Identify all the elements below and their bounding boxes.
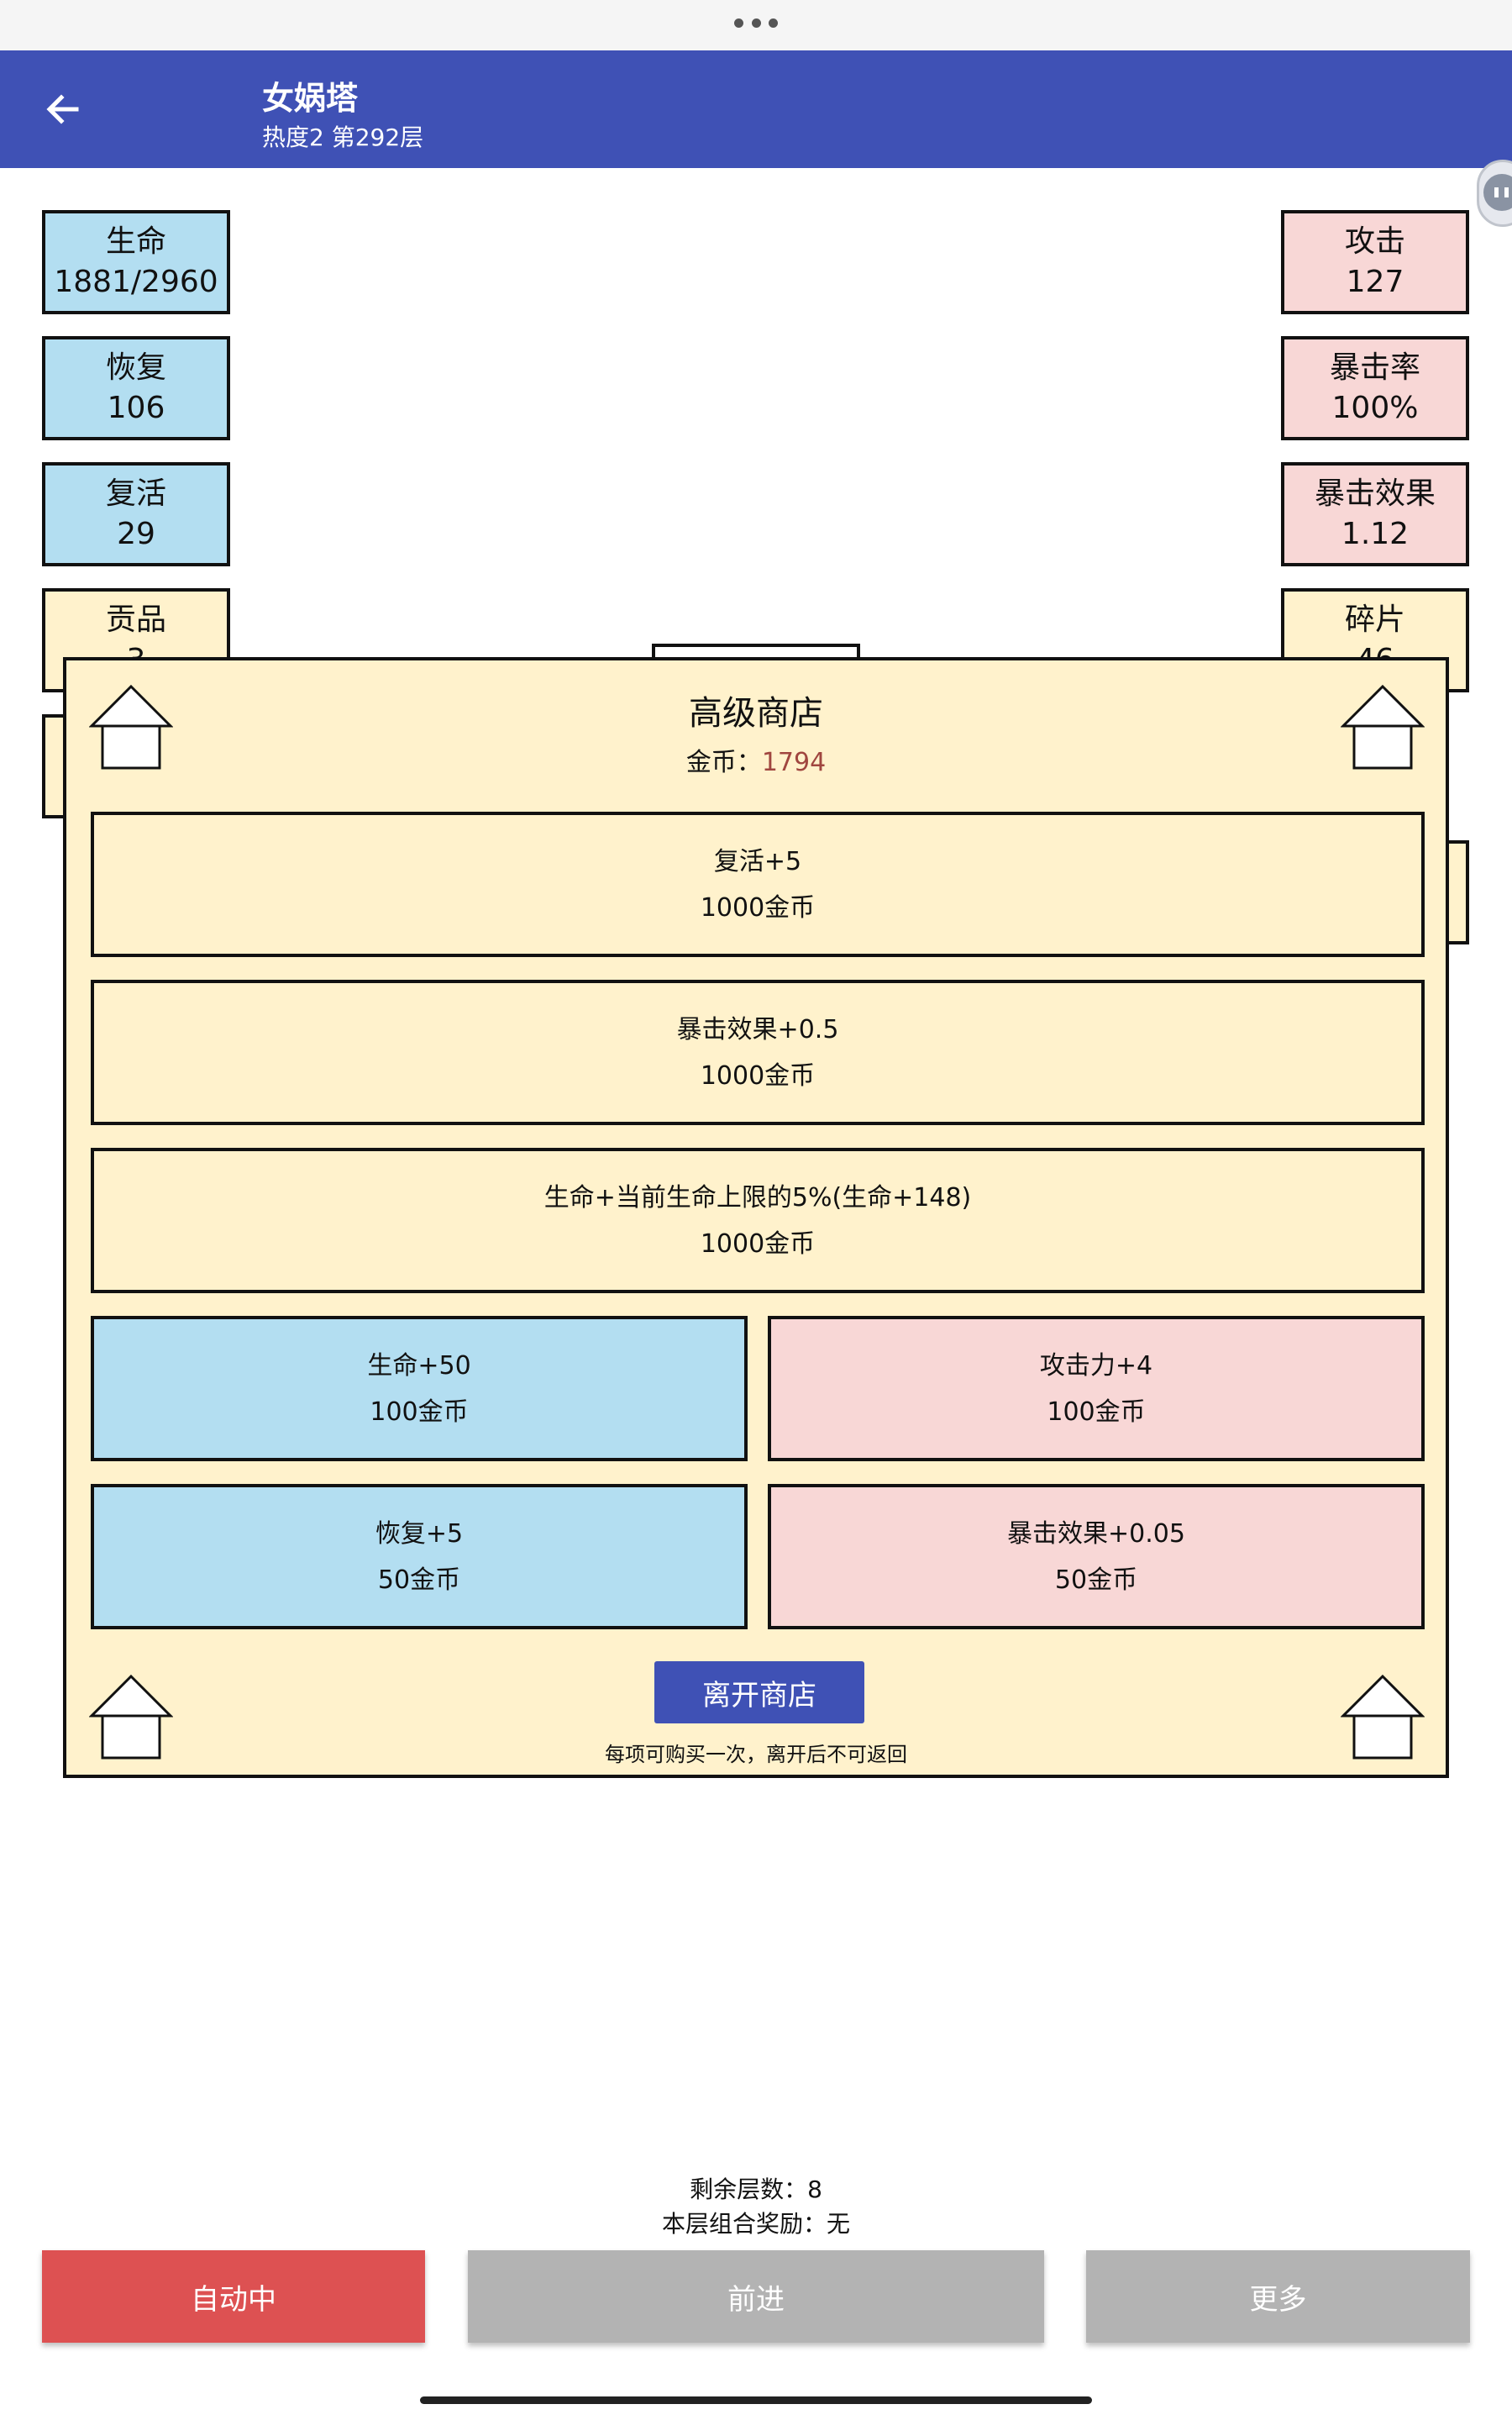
shop-title: 高级商店 [689,694,823,733]
stat-label: 碎片 [1344,602,1405,637]
item-price: 1000金币 [700,1060,816,1091]
shop-item-revive[interactable]: 复活+5 1000金币 [91,812,1425,957]
floating-assistant-button[interactable] [1477,160,1512,227]
back-button[interactable] [34,80,92,139]
page-title: 女娲塔 [262,80,359,117]
item-price: 1000金币 [700,1228,816,1259]
stat-label: 恢复 [105,350,166,385]
shop-dialog: 高级商店 金币：1794 复活+5 1000金币 暴击效果+0.5 1000金币… [63,657,1449,1778]
combo-bonus: 本层组合奖励：无 [661,2210,850,2238]
more-dots-icon[interactable] [734,18,778,30]
shop-item-hp-percent[interactable]: 生命+当前生命上限的5%(生命+148) 1000金币 [91,1148,1425,1293]
coins-value: 1794 [761,748,827,777]
stat-value: 106 [107,391,165,425]
shop-item-crit-effect-small[interactable]: 暴击效果+0.05 50金币 [768,1484,1425,1629]
shop-item-attack[interactable]: 攻击力+4 100金币 [768,1316,1425,1461]
stat-label: 暴击率 [1329,350,1420,385]
stat-label: 贡品 [105,602,166,637]
stat-label: 生命 [105,224,166,259]
stat-value: 29 [117,517,155,551]
stat-label: 攻击 [1344,224,1405,259]
item-name: 复活+5 [713,846,802,876]
forward-button[interactable]: 前进 [468,2250,1044,2343]
stat-crit-rate: 暴击率 100% [1281,336,1469,440]
arrow-left-icon [46,94,79,124]
stat-value: 127 [1346,265,1404,299]
item-price: 100金币 [370,1397,469,1427]
item-name: 恢复+5 [375,1518,464,1549]
auto-button[interactable]: 自动中 [42,2250,425,2343]
shop-item-hp[interactable]: 生命+50 100金币 [91,1316,748,1461]
item-name: 暴击效果+0.05 [1007,1518,1185,1549]
shop-coins: 金币：1794 [66,741,1446,778]
app-bar: 女娲塔 热度2 第292层 [0,50,1512,168]
item-name: 生命+50 [367,1350,471,1381]
item-price: 100金币 [1047,1397,1146,1427]
stat-label: 暴击效果 [1314,476,1436,511]
stat-label: 复活 [105,476,166,511]
status-bar [0,0,1512,50]
home-indicator[interactable] [420,2396,1092,2404]
house-icon [1341,1674,1425,1760]
remaining-floors: 剩余层数：8 [690,2175,822,2203]
stat-hp: 生命 1881/2960 [42,210,230,314]
page-subtitle: 热度2 第292层 [262,124,424,151]
shop-note: 每项可购买一次，离开后不可返回 [605,1743,907,1766]
shop-item-recovery[interactable]: 恢复+5 50金币 [91,1484,748,1629]
leave-shop-button[interactable]: 离开商店 [654,1661,864,1723]
item-price: 50金币 [1054,1565,1138,1595]
more-button[interactable]: 更多 [1086,2250,1470,2343]
house-icon [89,684,173,770]
stat-value: 1881/2960 [54,265,218,299]
item-price: 50金币 [377,1565,461,1595]
item-name: 暴击效果+0.5 [676,1014,839,1044]
item-name: 攻击力+4 [1039,1350,1153,1381]
item-price: 1000金币 [700,892,816,923]
item-name: 生命+当前生命上限的5%(生命+148) [543,1182,972,1213]
house-icon [1341,684,1425,770]
stat-recovery: 恢复 106 [42,336,230,440]
coins-label: 金币： [685,748,762,777]
house-icon [89,1674,173,1760]
shop-item-crit-effect[interactable]: 暴击效果+0.5 1000金币 [91,980,1425,1125]
stat-attack: 攻击 127 [1281,210,1469,314]
stat-crit-effect: 暴击效果 1.12 [1281,462,1469,566]
stat-revive: 复活 29 [42,462,230,566]
stat-value: 100% [1331,391,1419,425]
stat-value: 1.12 [1341,517,1410,551]
